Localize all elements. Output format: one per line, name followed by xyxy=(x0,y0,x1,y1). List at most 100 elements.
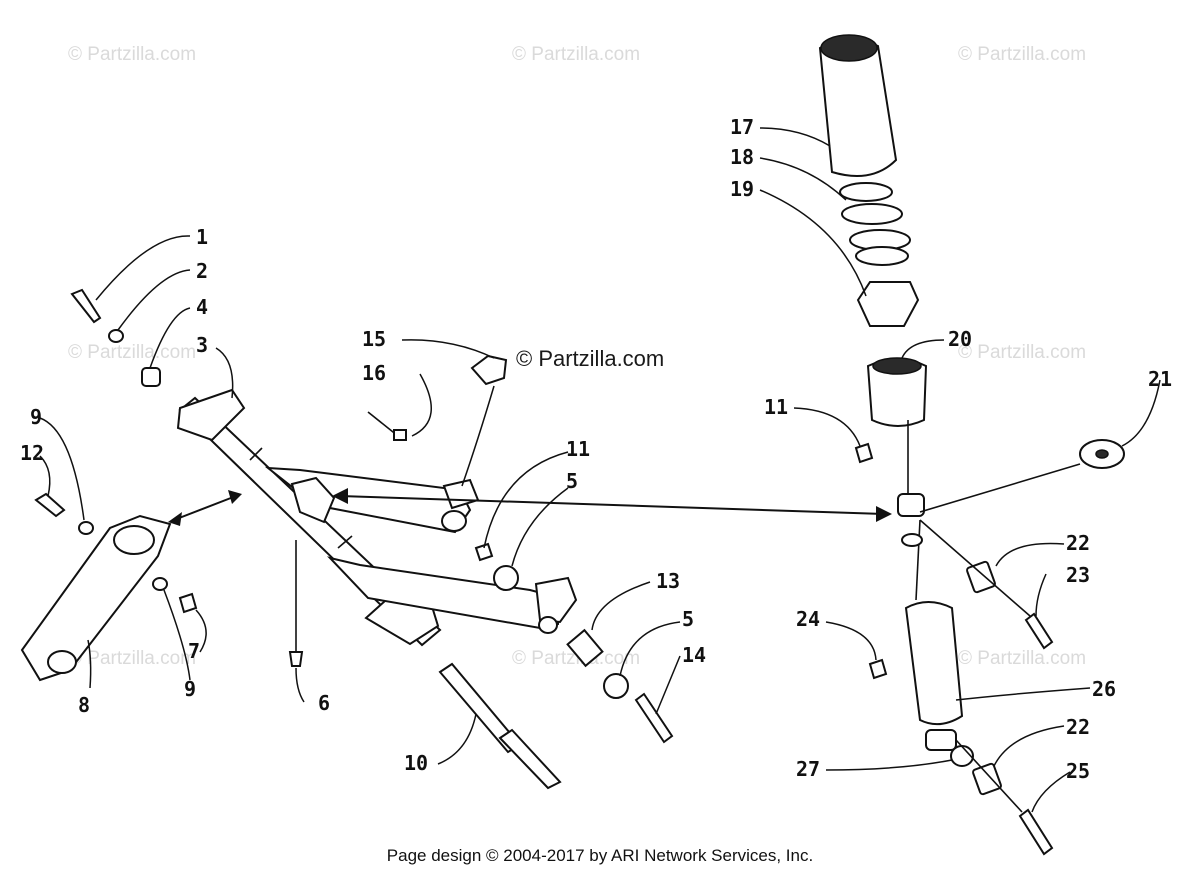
bolt-1 xyxy=(70,288,102,324)
callout-11b: 11 xyxy=(764,395,788,419)
leader xyxy=(619,621,681,677)
shock-assembly xyxy=(818,34,1125,856)
tube-bracket xyxy=(290,476,336,524)
leader xyxy=(117,269,191,331)
arrow-arm-to-tube xyxy=(173,495,237,521)
arrowhead xyxy=(332,488,348,504)
leader xyxy=(39,417,85,521)
upper-arm-eye xyxy=(441,510,467,532)
arrowhead xyxy=(168,512,182,526)
leader xyxy=(825,759,953,771)
leader xyxy=(295,667,305,703)
leader xyxy=(995,542,1065,567)
callout-24: 24 xyxy=(796,607,820,631)
copyright-footer: Page design © 2004-2017 by ARI Network S… xyxy=(386,846,814,865)
axis-line xyxy=(919,519,1031,617)
leader-lines xyxy=(39,127,1161,813)
callout-3: 3 xyxy=(196,333,208,357)
callout-9: 9 xyxy=(30,405,42,429)
watermark: © Partzilla.com xyxy=(958,648,1086,669)
bumper-top xyxy=(872,357,922,375)
relationship-arrows xyxy=(168,488,892,526)
steering-arm-assembly xyxy=(20,492,198,682)
tube-band xyxy=(337,535,353,549)
lower-arm xyxy=(326,556,562,630)
leader xyxy=(759,127,831,147)
leader xyxy=(483,451,569,549)
callout-2: 2 xyxy=(196,259,208,283)
leader xyxy=(95,235,191,301)
callout-11: 11 xyxy=(566,437,590,461)
bolt-23 xyxy=(1024,612,1054,650)
watermark: © Partzilla.com xyxy=(68,648,196,669)
leader xyxy=(993,725,1065,767)
callout-8: 8 xyxy=(78,693,90,717)
leader xyxy=(901,339,945,359)
washer xyxy=(901,533,923,547)
nut-11-right xyxy=(854,442,874,464)
leader xyxy=(195,609,207,653)
grease-fitting-6 xyxy=(288,651,304,667)
spacer-22 xyxy=(966,560,996,594)
callout-23: 23 xyxy=(1066,563,1090,587)
axis-line xyxy=(955,739,1023,813)
leader xyxy=(655,655,681,715)
arrowhead xyxy=(228,490,242,504)
washer-9b xyxy=(152,577,168,591)
spacer-13 xyxy=(566,628,604,668)
leader xyxy=(411,373,432,437)
callout-9b: 9 xyxy=(184,677,196,701)
axis-line xyxy=(919,463,1081,513)
callout-26: 26 xyxy=(1092,677,1116,701)
leader xyxy=(461,385,495,487)
cable-end-16 xyxy=(393,429,407,441)
callout-16: 16 xyxy=(362,361,386,385)
center-watermark: © Partzilla.com xyxy=(516,346,664,371)
callout-6: 6 xyxy=(318,691,330,715)
nut-7 xyxy=(178,592,198,614)
watermark: © Partzilla.com xyxy=(68,44,196,65)
watermark-layer: © Partzilla.com © Partzilla.com © Partzi… xyxy=(68,44,1086,669)
spacer-22b xyxy=(972,762,1002,796)
a-arm-assembly xyxy=(70,288,674,790)
leader xyxy=(759,157,847,201)
shock-eye-bottom xyxy=(925,729,957,751)
callout-15: 15 xyxy=(362,327,386,351)
leader xyxy=(1121,379,1161,447)
callout-1: 1 xyxy=(196,225,208,249)
pin-10-lower xyxy=(498,728,562,790)
shock-body-26 xyxy=(904,601,964,726)
callout-22: 22 xyxy=(1066,531,1090,555)
spring-19b xyxy=(855,246,909,266)
bolt-12 xyxy=(34,492,66,518)
collar-19 xyxy=(856,281,920,327)
shock-eye-top xyxy=(897,493,925,517)
callout-22b: 22 xyxy=(1066,715,1090,739)
leader xyxy=(1035,573,1047,617)
leader xyxy=(955,687,1091,701)
arrowhead xyxy=(876,506,892,522)
bolt-25 xyxy=(1018,808,1054,856)
leader xyxy=(39,455,51,497)
watermark: © Partzilla.com xyxy=(512,648,640,669)
washer-2 xyxy=(108,329,124,343)
ring-18 xyxy=(839,182,893,202)
lower-arm-bracket xyxy=(534,576,578,624)
callout-10: 10 xyxy=(404,751,428,775)
ring-18b xyxy=(841,203,903,225)
leader xyxy=(87,639,92,689)
leader xyxy=(437,713,477,765)
leader xyxy=(163,589,191,681)
clamp-15 xyxy=(470,354,508,386)
callout-12: 12 xyxy=(20,441,44,465)
watermark: © Partzilla.com xyxy=(512,44,640,65)
upper-flange xyxy=(176,388,246,442)
leader xyxy=(591,581,651,631)
watermark: © Partzilla.com xyxy=(68,342,196,363)
leader xyxy=(793,407,861,447)
watermark: © Partzilla.com xyxy=(958,342,1086,363)
leader xyxy=(759,189,867,297)
arm-eye xyxy=(47,650,77,674)
